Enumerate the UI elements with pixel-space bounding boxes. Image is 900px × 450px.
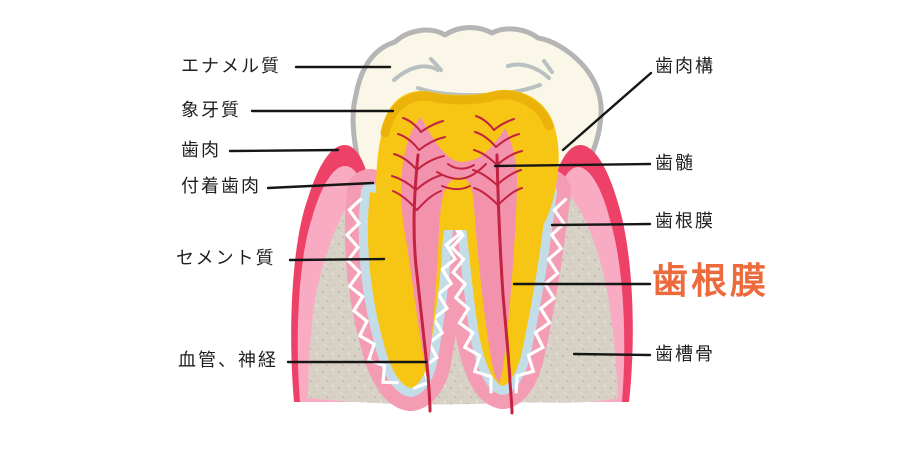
pointer-lines xyxy=(228,65,653,364)
vessels-nerves-art xyxy=(391,115,523,415)
pointer-gingiva xyxy=(228,148,340,153)
ligament-zigzag-left-inner xyxy=(412,205,464,390)
pointer-gingival-sulcus xyxy=(561,71,653,152)
pointer-alveolar-bone xyxy=(572,352,652,357)
label-periodontal-ligament: 歯根膜 xyxy=(655,211,715,232)
label-cementum: セメント質 xyxy=(176,248,276,269)
label-vessels-nerves: 血管、神経 xyxy=(178,350,278,371)
pointer-periodontal-ligament xyxy=(550,222,652,227)
pulp-region xyxy=(401,117,517,383)
ligament-zigzag-right-outer xyxy=(514,197,568,394)
pointer-cementum xyxy=(288,257,386,262)
pointer-pulp xyxy=(493,162,652,168)
label-periodontal-ligament-highlight: 歯根膜 xyxy=(652,261,770,302)
label-alveolar-bone: 歯槽骨 xyxy=(655,344,715,365)
ligament-zigzag-right-inner xyxy=(449,209,493,394)
label-gingiva: 歯肉 xyxy=(181,140,221,161)
label-dentin: 象牙質 xyxy=(181,100,241,121)
label-enamel: エナメル質 xyxy=(181,56,281,77)
label-gingival-sulcus: 歯肉構 xyxy=(655,56,715,77)
label-pulp: 歯髄 xyxy=(655,153,695,174)
label-attached-gingiva: 付着歯肉 xyxy=(181,176,261,197)
dentin-top-shade xyxy=(380,90,554,138)
pointer-attached-gingiva xyxy=(266,181,375,190)
